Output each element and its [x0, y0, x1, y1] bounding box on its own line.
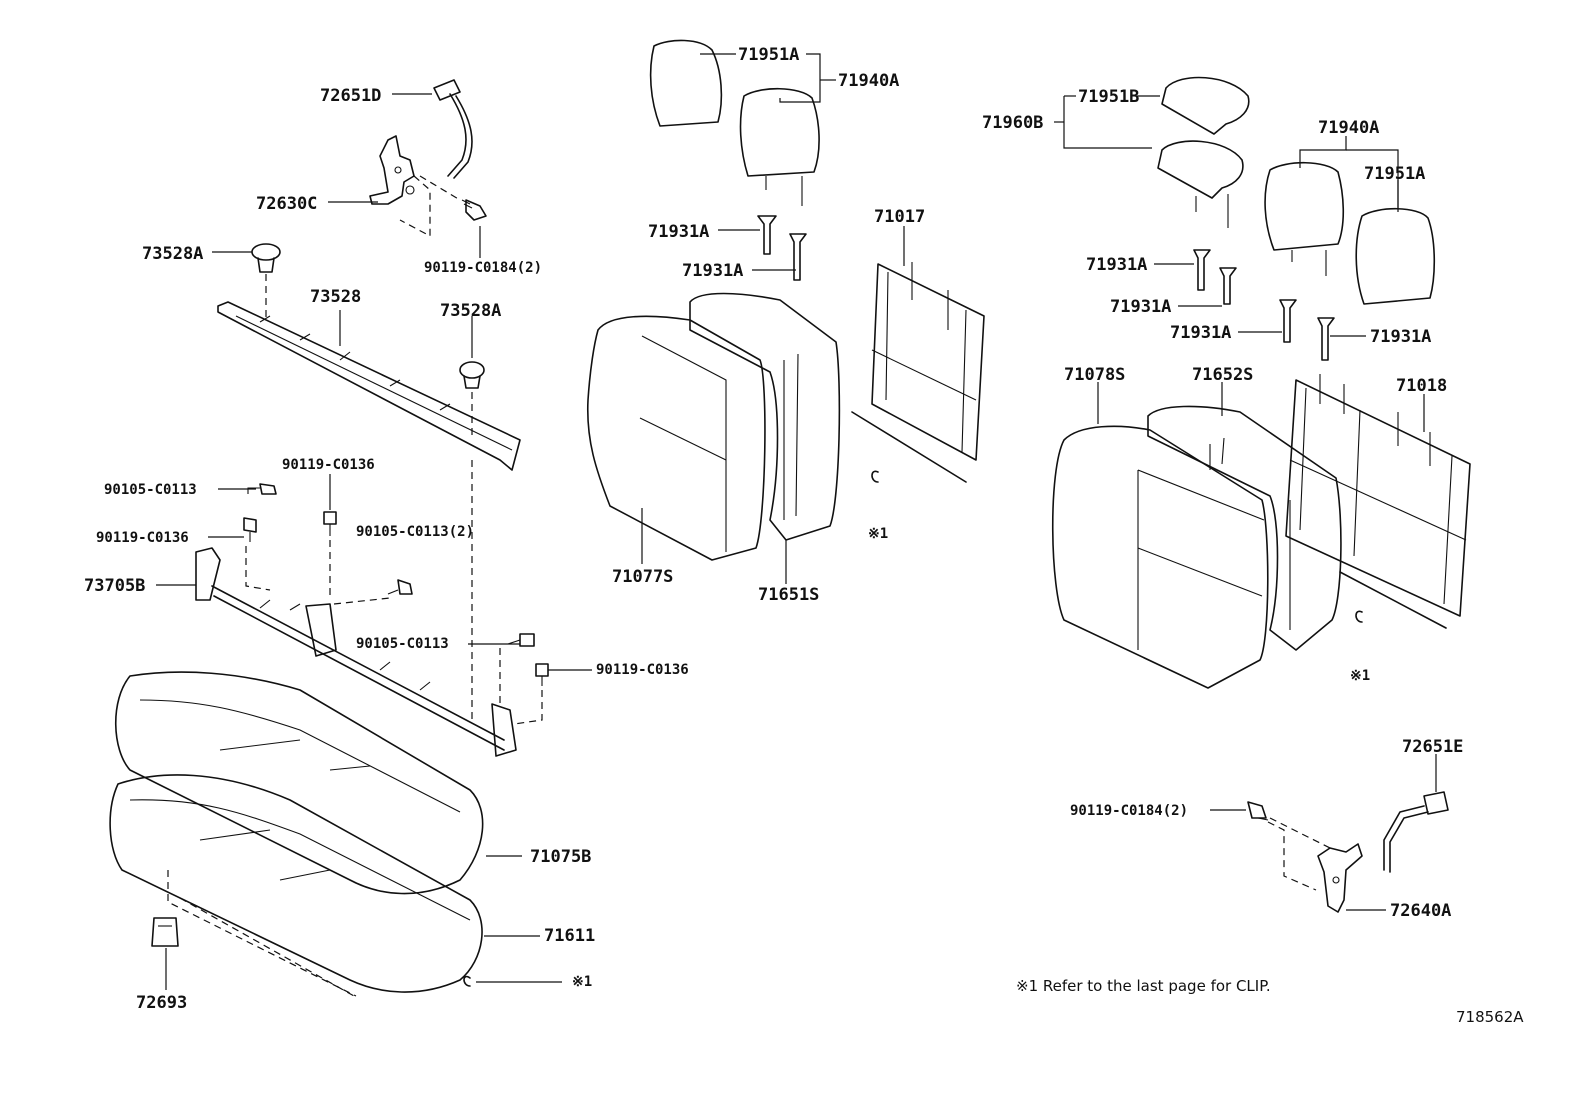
label-71951A-center: 71951A: [738, 45, 799, 65]
label-71017: 71017: [874, 207, 925, 227]
bolt-90105-C0113-a: [247, 483, 277, 495]
label-90105-C0113-2: 90105-C0113(2): [356, 524, 474, 540]
label-90105-C0113-a: 90105-C0113: [104, 482, 197, 498]
guides-71931A-right: [1193, 249, 1335, 361]
label-71931A-right-1: 71931A: [1086, 255, 1147, 275]
label-71951A-right: 71951A: [1364, 164, 1425, 184]
label-ref1-a: ※1: [572, 974, 592, 990]
leader-lines-center: [641, 53, 905, 584]
label-72651D: 72651D: [320, 86, 381, 106]
footnote-clip-reference: ※1 Refer to the last page for CLIP.: [1016, 977, 1271, 995]
leader-lines-right: [1054, 95, 1437, 911]
figure-code: 718562A: [1456, 1008, 1524, 1026]
label-90119-C0136-b: 90119-C0136: [96, 530, 189, 546]
guide-71931A-center: [757, 215, 807, 281]
bolt-90105-C0113-2: [387, 579, 413, 595]
label-71931A-center-1: 71931A: [648, 222, 709, 242]
bracket-72630C: [369, 135, 461, 237]
cushion-pad-71611: [109, 774, 483, 993]
bolt-90119-C0184: [461, 199, 487, 221]
headrest-71951A-center-b: [739, 87, 820, 206]
seat-cushion-71075B: [115, 671, 484, 895]
headrest-71951B-a: [1161, 76, 1250, 135]
bolt-90119-C0136-c: [535, 663, 549, 686]
label-71651S: 71651S: [758, 585, 819, 605]
headrest-71940A-right: [1264, 161, 1345, 276]
bolt-90119-C0136-b: [323, 511, 337, 536]
label-90119-C0136-a: 90119-C0136: [282, 457, 375, 473]
label-71018: 71018: [1396, 376, 1447, 396]
label-71652S: 71652S: [1192, 365, 1253, 385]
hinge-bar-73705B: [195, 540, 543, 757]
label-72651E: 72651E: [1402, 737, 1463, 757]
label-ref1-b: ※1: [868, 526, 888, 542]
headrest-71951B-b: [1157, 140, 1244, 228]
label-71960B: 71960B: [982, 113, 1043, 133]
seatback-71078S: [1051, 425, 1269, 689]
label-71940A-right: 71940A: [1318, 118, 1379, 138]
bracket-72640A: [1267, 817, 1363, 913]
clip-73528A-top: [251, 243, 281, 273]
label-72630C: 72630C: [256, 194, 317, 214]
seatback-71077S: [586, 315, 766, 561]
seat-belt-anchor-72651E: [1383, 791, 1449, 873]
clip-73528A-right: [459, 361, 485, 389]
seatback-71652S: [1147, 405, 1342, 651]
frame-71017: [851, 262, 985, 483]
label-73528A-top: 73528A: [142, 244, 203, 264]
label-ref1-c: ※1: [1350, 668, 1370, 684]
fastener-72693: [151, 917, 179, 947]
label-71611: 71611: [544, 926, 595, 946]
label-90105-C0113-b: 90105-C0113: [356, 636, 449, 652]
label-73705B: 73705B: [84, 576, 145, 596]
label-71951B: 71951B: [1078, 87, 1139, 107]
label-73528A-right: 73528A: [440, 301, 501, 321]
clip-ref-1-a: [463, 975, 471, 987]
clip-ref-1-c: [1355, 610, 1363, 623]
headrest-71951A-right: [1355, 207, 1436, 305]
headrest-71951A-center-a: [649, 39, 723, 127]
label-72693: 72693: [136, 993, 187, 1013]
leader-lines-left: [156, 93, 592, 990]
label-71931A-right-4: 71931A: [1370, 327, 1431, 347]
label-71931A-center-2: 71931A: [682, 261, 743, 281]
label-71075B: 71075B: [530, 847, 591, 867]
label-71077S: 71077S: [612, 567, 673, 587]
seat-belt-anchor-72651D: [433, 79, 473, 179]
label-71931A-right-3: 71931A: [1170, 323, 1231, 343]
bolt-90105-C0113-b: [507, 633, 535, 647]
label-90119-C0184-left: 90119-C0184(2): [424, 260, 542, 276]
label-71931A-right-2: 71931A: [1110, 297, 1171, 317]
label-71940A-center: 71940A: [838, 71, 899, 91]
clip-ref-1-b: [871, 470, 879, 483]
frame-71018: [1285, 374, 1471, 629]
label-72640A: 72640A: [1390, 901, 1451, 921]
bolt-90119-C0136-a: [243, 517, 257, 542]
label-73528: 73528: [310, 287, 361, 307]
bolt-90119-C0184-right: [1247, 801, 1269, 821]
label-90119-C0184-right: 90119-C0184(2): [1070, 803, 1188, 819]
panel-73528: [217, 301, 521, 471]
seatback-71651S: [689, 292, 841, 541]
label-71078S: 71078S: [1064, 365, 1125, 385]
label-90119-C0136-c: 90119-C0136: [596, 662, 689, 678]
